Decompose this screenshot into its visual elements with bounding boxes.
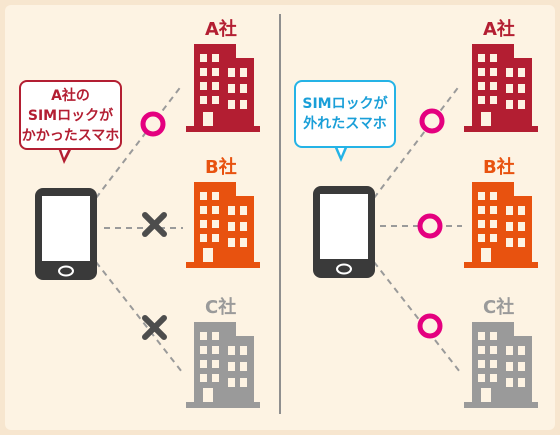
left-bubble-line-3: かかったスマホ xyxy=(21,128,120,144)
right-building-a-icon xyxy=(464,44,538,132)
right-speech-bubble: SIMロックが 外れたスマホ xyxy=(294,80,396,148)
right-a-circle-mark-icon xyxy=(419,108,445,134)
right-line-to-a xyxy=(373,84,461,199)
right-bubble-line-1: SIMロックが xyxy=(302,96,388,112)
right-b-circle-mark-icon xyxy=(417,213,443,239)
left-building-a-icon xyxy=(186,44,260,132)
left-c-cross-mark-icon xyxy=(142,315,167,340)
right-line-to-c xyxy=(373,261,461,373)
left-company-c-label: C社 xyxy=(205,297,237,318)
right-company-b-label: B社 xyxy=(483,157,515,178)
left-b-cross-mark-icon xyxy=(142,212,167,237)
left-building-c-icon xyxy=(186,322,260,408)
right-smartphone-icon xyxy=(313,186,375,278)
left-a-circle-mark-icon xyxy=(140,111,166,137)
left-bubble-line-1: A社の xyxy=(51,88,90,104)
left-speech-bubble: A社の SIMロックが かかったスマホ xyxy=(19,80,122,150)
left-building-b-icon xyxy=(186,182,260,268)
right-bubble-line-2: 外れたスマホ xyxy=(303,116,387,132)
left-company-a-label: A社 xyxy=(205,19,237,40)
right-building-b-icon xyxy=(464,182,538,268)
left-bubble-line-2: SIMロックが xyxy=(27,108,114,124)
left-company-b-label: B社 xyxy=(205,157,237,178)
panel-divider xyxy=(279,14,281,414)
left-smartphone-icon xyxy=(35,188,97,280)
right-company-c-label: C社 xyxy=(483,297,515,318)
right-c-circle-mark-icon xyxy=(417,313,443,339)
right-company-a-label: A社 xyxy=(483,19,515,40)
left-line-to-c xyxy=(95,261,183,373)
right-building-c-icon xyxy=(464,322,538,408)
left-line-to-a xyxy=(95,84,183,199)
